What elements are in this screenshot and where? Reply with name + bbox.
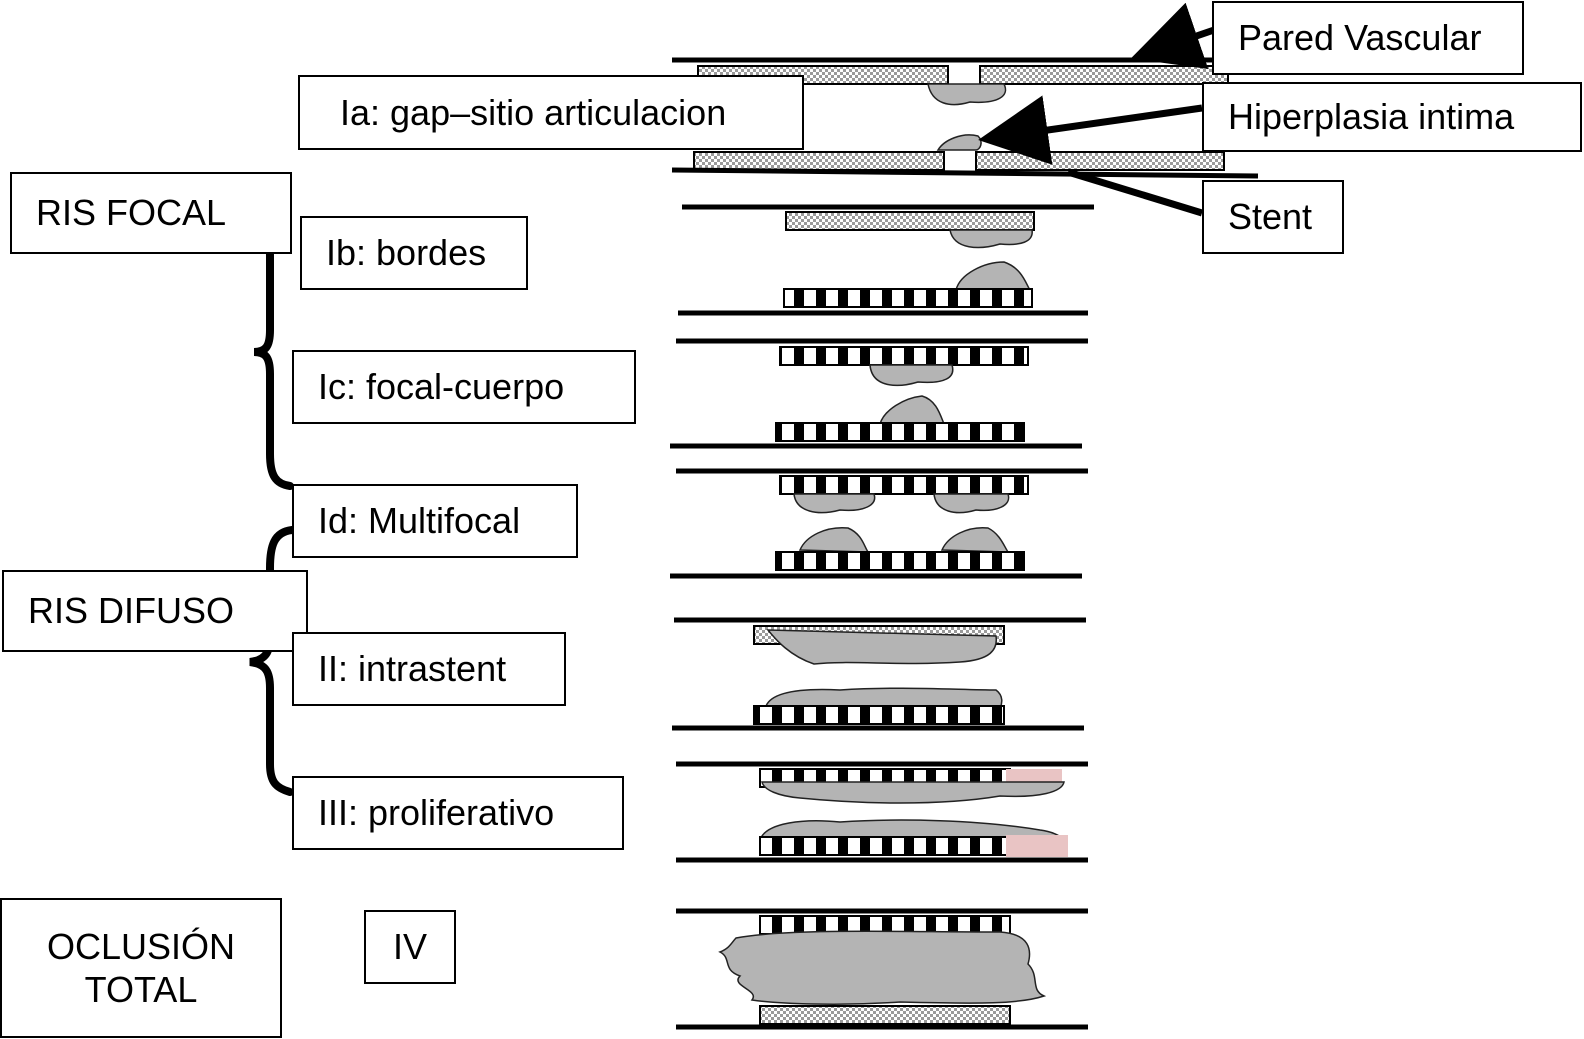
pattern-iv (676, 908, 1088, 1030)
label-pared-vascular: Pared Vascular (1212, 1, 1524, 75)
hyperplasia-id-top-2 (933, 493, 1010, 514)
hyperplasia-ii-top (766, 629, 998, 665)
label-ris-difuso: RIS DIFUSO (2, 570, 308, 652)
pattern-iii-bottom (676, 819, 1088, 863)
hyperplasia-ib-top (949, 229, 1033, 249)
brace-ris-focal (253, 216, 294, 490)
arrow-hiperplasia (978, 95, 1203, 165)
arrow-stent (1066, 168, 1204, 217)
hyperplasia-iii-top (761, 781, 1065, 804)
pattern-ic-top (676, 338, 1088, 387)
hyperplasia-id-top-1 (793, 493, 876, 514)
pink-patch-iii-bottom (1006, 835, 1068, 857)
hyperplasia-ib-bottom (955, 261, 1032, 291)
label-id: Id: Multifocal (292, 484, 578, 558)
label-oclusion-line1: OCLUSIÓN (46, 925, 236, 967)
label-ib: Ib: bordes (300, 216, 528, 290)
label-iv: IV (364, 910, 456, 984)
label-ii: II: intrastent (292, 632, 566, 706)
pattern-iii-top (676, 761, 1088, 804)
pattern-id-top (676, 468, 1088, 514)
pattern-ii-top (674, 617, 1086, 665)
brace-ris-difuso (249, 526, 296, 796)
label-oclusion-line2: TOTAL (84, 969, 198, 1010)
label-oclusion-total: OCLUSIÓN TOTAL (0, 898, 282, 1038)
pattern-ic-bottom (670, 395, 1082, 449)
pattern-ii-bottom (672, 687, 1084, 731)
pattern-id-bottom (670, 527, 1082, 579)
hyperplasia-ii-bottom (764, 687, 1003, 709)
label-iii: III: proliferativo (292, 776, 624, 850)
label-stent: Stent (1202, 180, 1344, 254)
hyperplasia-ic-top (869, 364, 954, 387)
hyperplasia-id-bottom-1 (798, 527, 870, 553)
label-ia: Ia: gap–sitio articulacion (298, 75, 804, 150)
arrow-pared-vascular (1130, 2, 1216, 69)
hyperplasia-id-bottom-2 (940, 527, 1010, 553)
label-ic: Ic: focal-cuerpo (292, 350, 636, 424)
pattern-ia-bottom (671, 134, 1259, 179)
label-ris-focal: RIS FOCAL (10, 172, 292, 254)
hyperplasia-ic-bottom (879, 395, 946, 425)
pattern-ib-top (682, 204, 1094, 249)
hyperplasia-iv (718, 930, 1047, 1005)
hyperplasia-ia-bottom (936, 134, 982, 151)
pattern-ib-bottom (678, 261, 1088, 316)
hyperplasia-ia-top (927, 83, 1007, 106)
label-hiperplasia-intima: Hiperplasia intima (1202, 82, 1582, 152)
